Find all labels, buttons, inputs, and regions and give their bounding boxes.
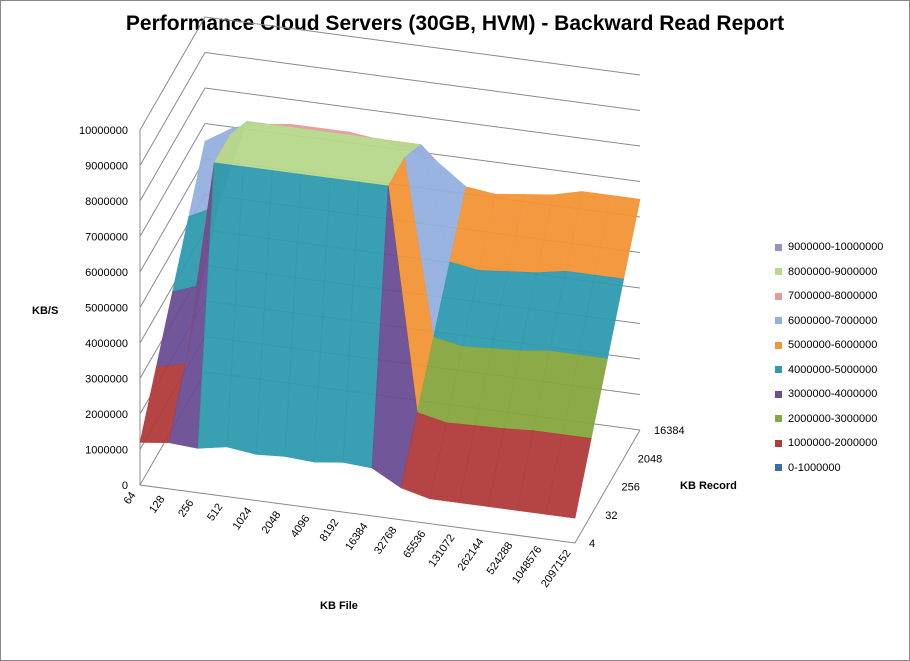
y-axis-title: KB Record (680, 480, 737, 492)
legend-item: 1000000-2000000 (775, 431, 910, 456)
legend-item: 9000000-10000000 (775, 235, 910, 260)
surface-patch (545, 434, 592, 519)
z-tick-label: 10000000 (79, 125, 128, 137)
z-tick-label: 1000000 (85, 445, 128, 457)
z-tick-label: 4000000 (85, 338, 128, 350)
x-tick-label: 65536 (401, 529, 428, 561)
axis-lines (139, 130, 641, 544)
legend-label: 2000000-3000000 (788, 412, 878, 425)
y-tick-label: 32 (605, 510, 617, 522)
legend-swatch (775, 243, 782, 251)
x-tick-label: 32768 (372, 525, 399, 557)
legend-swatch (775, 439, 782, 447)
x-tick-label: 1024 (231, 505, 255, 532)
surface (139, 120, 641, 519)
x-tick-label: 262144 (456, 536, 487, 573)
x-tick-label: 256 (176, 498, 196, 520)
legend-label: 8000000-9000000 (788, 265, 878, 278)
x-tick-label: 16384 (343, 521, 370, 553)
x-tick-label: 1048576 (510, 544, 544, 586)
legend-label: 0-1000000 (788, 461, 841, 474)
z-tick-label: 9000000 (85, 161, 128, 173)
legend-swatch (775, 415, 782, 423)
legend-label: 3000000-4000000 (788, 388, 878, 401)
legend-item: 7000000-8000000 (775, 284, 910, 309)
legend-swatch (775, 390, 782, 398)
z-tick-label: 6000000 (85, 267, 128, 279)
legend-label: 4000000-5000000 (788, 363, 878, 376)
legend-label: 1000000-2000000 (788, 437, 878, 450)
legend-item: 6000000-7000000 (775, 309, 910, 334)
x-tick-label: 131072 (427, 532, 458, 569)
legend-label: 9000000-10000000 (788, 241, 884, 254)
x-tick-label: 524288 (485, 540, 516, 577)
z-tick-label: 0 (122, 480, 128, 492)
legend-item: 4000000-5000000 (775, 358, 910, 383)
x-tick-label: 4096 (289, 513, 313, 540)
gridline (139, 51, 641, 166)
z-tick-label: 7000000 (85, 232, 128, 244)
legend-swatch (775, 464, 782, 472)
legend-label: 6000000-7000000 (788, 314, 878, 327)
legend-label: 7000000-8000000 (788, 290, 878, 303)
chart-title: Performance Cloud Servers (30GB, HVM) - … (125, 12, 785, 35)
legend-item: 0-1000000 (775, 456, 910, 481)
legend-item: 2000000-3000000 (775, 407, 910, 432)
legend-swatch (775, 366, 782, 374)
z-tick-label: 3000000 (85, 374, 128, 386)
x-tick-label: 2097152 (539, 548, 573, 590)
legend-label: 5000000-6000000 (788, 339, 878, 352)
legend-item: 8000000-9000000 (775, 260, 910, 285)
z-axis-title: KB/S (32, 305, 58, 317)
x-tick-label: 2048 (260, 509, 284, 536)
x-axis-title: KB File (320, 600, 358, 612)
x-tick-label: 8192 (318, 517, 342, 544)
gridline (139, 122, 641, 237)
gridline (139, 16, 641, 131)
legend-item: 5000000-6000000 (775, 333, 910, 358)
y-tick-label: 256 (622, 482, 640, 494)
z-tick-label: 5000000 (85, 303, 128, 315)
x-tick-label: 128 (147, 494, 167, 516)
y-tick-label: 2048 (638, 453, 662, 465)
z-tick-label: 2000000 (85, 409, 128, 421)
legend-swatch (775, 292, 782, 300)
legend: 9000000-10000000 8000000-9000000 7000000-8… (775, 235, 910, 480)
x-tick-label: 512 (205, 501, 225, 523)
legend-swatch (775, 341, 782, 349)
legend-swatch (775, 268, 782, 276)
z-tick-label: 8000000 (85, 196, 128, 208)
gridline (139, 87, 641, 202)
legend-item: 3000000-4000000 (775, 382, 910, 407)
y-tick-label: 16384 (654, 425, 685, 437)
y-tick-label: 4 (589, 538, 595, 550)
legend-swatch (775, 317, 782, 325)
x-tick-label: 64 (122, 490, 139, 507)
